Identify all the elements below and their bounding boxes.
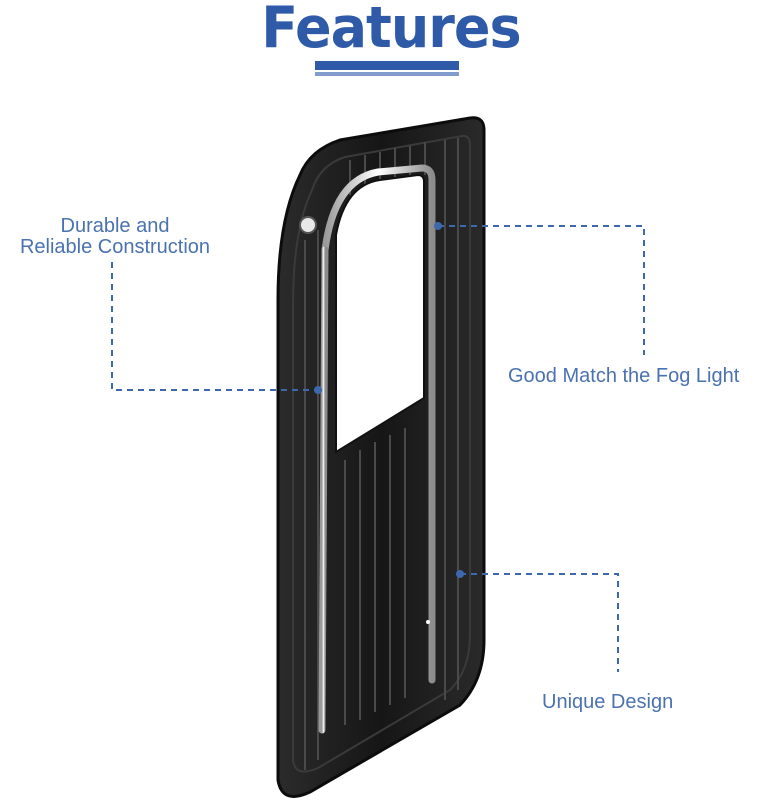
callout-dot-durable — [314, 386, 322, 394]
callout-label-durable-line1: Durable and — [60, 215, 170, 237]
callout-lines — [111, 225, 645, 672]
callout-label-unique: Unique Design — [542, 691, 674, 713]
mounting-hole — [299, 216, 317, 234]
callout-dot-match — [434, 222, 442, 230]
callout-line-durable — [111, 262, 318, 391]
grille-slats — [304, 138, 459, 770]
callout-dot-unique — [456, 570, 464, 578]
page-title: Features — [261, 0, 521, 61]
callout-label-match: Good Match the Fog Light — [508, 365, 740, 387]
callout-label-durable: Durable and Reliable Construction — [0, 216, 230, 258]
fog-light-opening — [335, 173, 425, 454]
title-underline — [315, 61, 459, 70]
title-underline-secondary — [315, 72, 459, 76]
callout-dots — [314, 222, 464, 578]
callout-line-match — [438, 225, 645, 355]
callout-label-durable-line2: Reliable Construction — [19, 236, 211, 258]
trim-clip — [426, 620, 430, 624]
callout-line-unique — [460, 573, 619, 672]
chrome-trim — [318, 164, 436, 734]
